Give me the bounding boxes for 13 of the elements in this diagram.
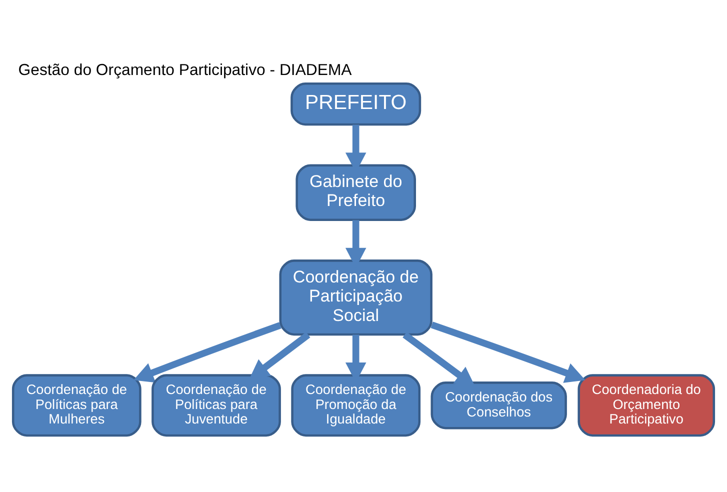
- node-box: Coordenação de Políticas para Juventude: [152, 374, 281, 436]
- arrow: [134, 322, 282, 382]
- node-box: Coordenação de Promoção da Igualdade: [291, 374, 421, 436]
- node-box: PREFEITO: [290, 82, 422, 126]
- node-box: Coordenação dos Conselhos: [430, 381, 567, 429]
- arrow: [402, 332, 476, 386]
- node-box: Gabinete do Prefeito: [296, 164, 416, 220]
- node-box: Coordenadoria do Orçamento Participativo: [578, 374, 716, 436]
- arrow: [249, 332, 310, 379]
- arrow: [430, 321, 586, 382]
- node-box: Coordenação de Políticas para Mulheres: [12, 374, 142, 436]
- node-box: Coordenação de Participação Social: [279, 259, 432, 336]
- diagram-title: Gestão do Orçamento Participativo - DIADEMA: [18, 61, 352, 78]
